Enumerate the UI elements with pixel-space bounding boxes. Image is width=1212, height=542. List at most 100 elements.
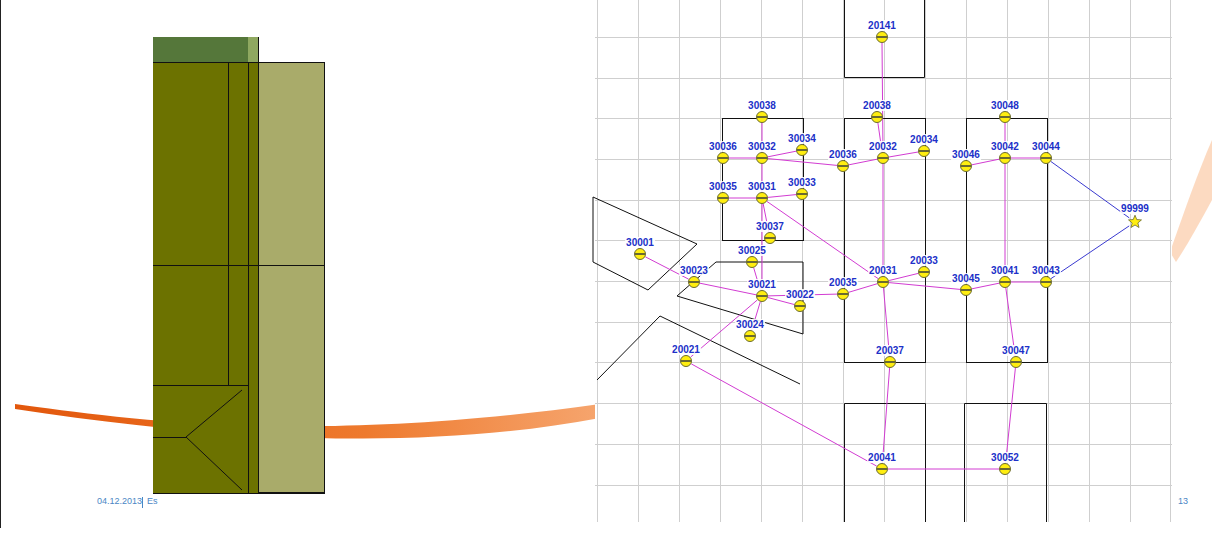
junction-node: 30036 <box>717 152 729 164</box>
node-id-label: 30042 <box>990 141 1020 152</box>
node-id-label: 20031 <box>868 265 898 276</box>
junction-node: 30045 <box>960 284 972 296</box>
building-model <box>153 37 325 494</box>
junction-node: 20032 <box>877 152 889 164</box>
junction-node: 20036 <box>837 160 849 172</box>
junction-node: 30041 <box>999 276 1011 288</box>
junction-node: 30038 <box>756 111 768 123</box>
node-id-label: 20036 <box>828 149 858 160</box>
node-id-label: 30035 <box>708 181 738 192</box>
node-id-label: 30047 <box>1001 345 1031 356</box>
flow-link <box>882 368 889 463</box>
junction-node: 30024 <box>744 330 756 342</box>
junction-node: 30021 <box>756 290 768 302</box>
junction-node: 30033 <box>796 188 808 200</box>
outlet-star: 99999 <box>1128 215 1142 229</box>
junction-node: 30037 <box>764 232 776 244</box>
flow-link <box>882 43 883 152</box>
flow-link <box>972 283 999 289</box>
flow-link <box>889 152 918 157</box>
junction-node: 30022 <box>794 300 806 312</box>
node-id-label: 30037 <box>755 221 785 232</box>
flow-link <box>729 198 756 199</box>
junction-node: 30046 <box>960 160 972 172</box>
junction-node: 30034 <box>796 144 808 156</box>
junction-node: 30001 <box>634 248 646 260</box>
outlet-link <box>1051 162 1129 218</box>
junction-node: 30044 <box>1040 152 1052 164</box>
node-id-label: 30033 <box>787 177 817 188</box>
node-id-label: 30043 <box>1031 265 1061 276</box>
junction-node: 20041 <box>876 463 888 475</box>
flow-link <box>768 159 837 166</box>
outlet-link <box>1051 226 1129 279</box>
node-id-label: 30044 <box>1031 141 1061 152</box>
flow-link <box>1011 158 1040 159</box>
node-id-label: 20041 <box>867 452 897 463</box>
node-id-label: 99999 <box>1120 203 1150 214</box>
node-id-label: 20037 <box>875 345 905 356</box>
page-number: 13 <box>1178 496 1188 506</box>
node-id-label: 30025 <box>737 245 767 256</box>
flow-link <box>767 201 878 278</box>
junction-node: 30047 <box>1010 356 1022 368</box>
junction-node: 30043 <box>1040 276 1052 288</box>
slide-edge <box>0 0 1 528</box>
footer-text: 04.12.2013 <box>97 496 142 506</box>
junction-node: 30035 <box>717 192 729 204</box>
node-id-label: 30021 <box>747 279 777 290</box>
junction-node: 20034 <box>918 145 930 157</box>
node-id-label: 30052 <box>990 452 1020 463</box>
node-id-label: 30031 <box>747 181 777 192</box>
node-id-label: 20021 <box>671 344 701 355</box>
footer-text: Es <box>147 496 158 506</box>
junction-node: 30048 <box>999 111 1011 123</box>
node-id-label: 30046 <box>951 149 981 160</box>
grid <box>595 0 1172 522</box>
junction-node: 20021 <box>680 355 692 367</box>
junction-node: 30032 <box>756 152 768 164</box>
node-id-label: 30001 <box>625 237 655 248</box>
node-id-label: 30024 <box>735 319 765 330</box>
flow-link <box>849 159 877 165</box>
junction-node: 20033 <box>918 266 930 278</box>
node-id-label: 30022 <box>785 289 815 300</box>
flow-link <box>691 364 876 466</box>
junction-node: 20035 <box>837 288 849 300</box>
node-id-label: 30034 <box>787 133 817 144</box>
star-symbol <box>1128 215 1142 229</box>
room-outline <box>593 0 1048 522</box>
node-id-label: 30036 <box>708 141 738 152</box>
node-id-label: 30032 <box>747 141 777 152</box>
flow-link <box>768 195 796 198</box>
junction-node: 20038 <box>871 111 883 123</box>
flow-link <box>1006 368 1016 463</box>
junction-node: 30052 <box>999 463 1011 475</box>
orange-swoosh <box>1170 140 1212 262</box>
node-id-label: 20038 <box>862 100 892 111</box>
node-id-label: 30041 <box>990 265 1020 276</box>
flow-link <box>1005 164 1006 276</box>
node-id-label: 30038 <box>747 100 777 111</box>
node-id-label: 30048 <box>990 100 1020 111</box>
flow-link <box>888 469 999 470</box>
junction-node: 30031 <box>756 192 768 204</box>
node-id-label: 20033 <box>909 255 939 266</box>
junction-node: 20031 <box>877 276 889 288</box>
junction-node: 30023 <box>688 276 700 288</box>
node-id-label: 30023 <box>679 265 709 276</box>
junction-node: 30025 <box>746 256 758 268</box>
flow-link <box>889 283 960 290</box>
node-id-label: 30045 <box>951 273 981 284</box>
flow-link <box>1011 282 1040 283</box>
flow-link <box>768 151 796 157</box>
footer-separator <box>142 497 143 508</box>
flow-link <box>972 159 999 165</box>
node-id-label: 20035 <box>828 277 858 288</box>
node-id-label: 20034 <box>909 134 939 145</box>
node-id-label: 20032 <box>868 141 898 152</box>
junction-node: 20037 <box>884 356 896 368</box>
flow-link <box>883 164 884 276</box>
junction-node: 20141 <box>876 31 888 43</box>
